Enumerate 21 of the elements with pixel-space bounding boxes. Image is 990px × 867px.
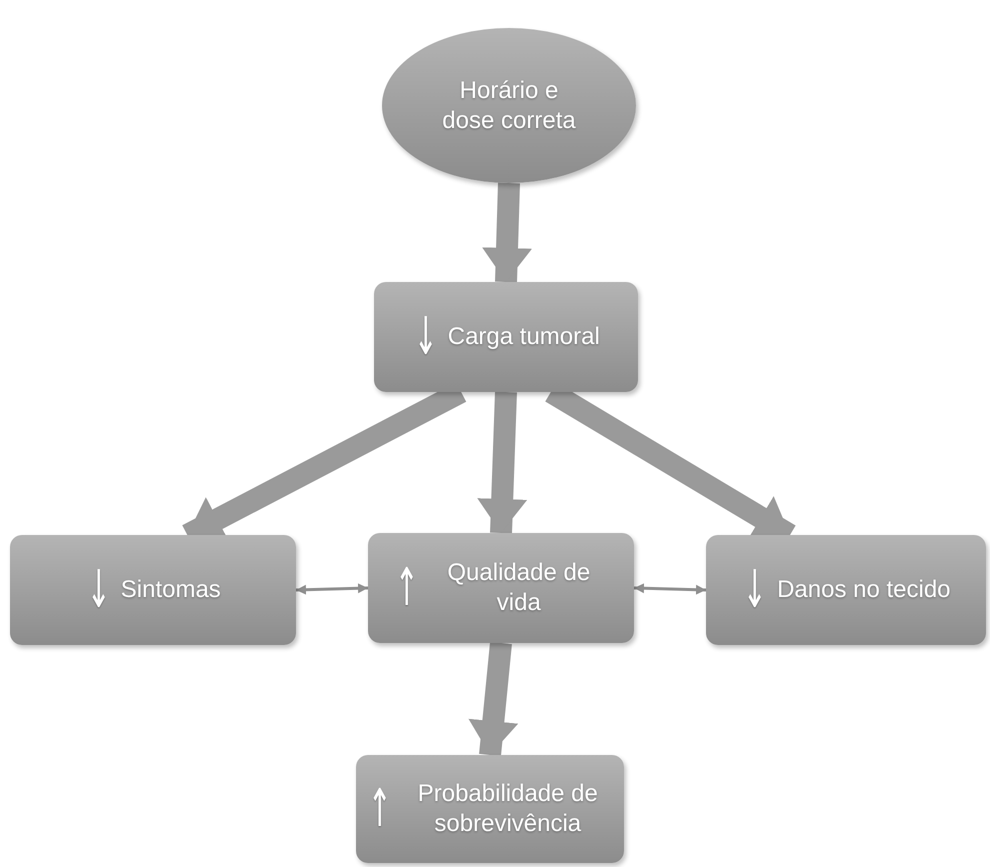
- node-label: Carga tumoral: [448, 322, 600, 352]
- node-label: Probabilidade de sobrevivência: [416, 779, 599, 839]
- node-label: Danos no tecido: [777, 575, 951, 605]
- trend-sign: ↓: [414, 311, 438, 363]
- double-arrow: [634, 583, 706, 595]
- process-box: [374, 282, 638, 392]
- process-box: [706, 535, 986, 645]
- double-arrow: [296, 583, 368, 595]
- block-arrow: [477, 392, 528, 534]
- process-box: [368, 533, 634, 643]
- trend-sign: ↑: [395, 562, 419, 614]
- process-box: [356, 755, 624, 863]
- trend-sign: ↓: [743, 564, 768, 616]
- node-label: Horário e dose correta: [441, 76, 577, 136]
- node-label: Qualidade de vida: [446, 558, 592, 618]
- block-arrow: [468, 642, 518, 756]
- trend-sign: ↓: [87, 564, 111, 616]
- block-arrow: [482, 182, 532, 282]
- trend-sign: ↑: [368, 783, 392, 835]
- node-label: Sintomas: [120, 575, 221, 605]
- process-box: [10, 535, 296, 645]
